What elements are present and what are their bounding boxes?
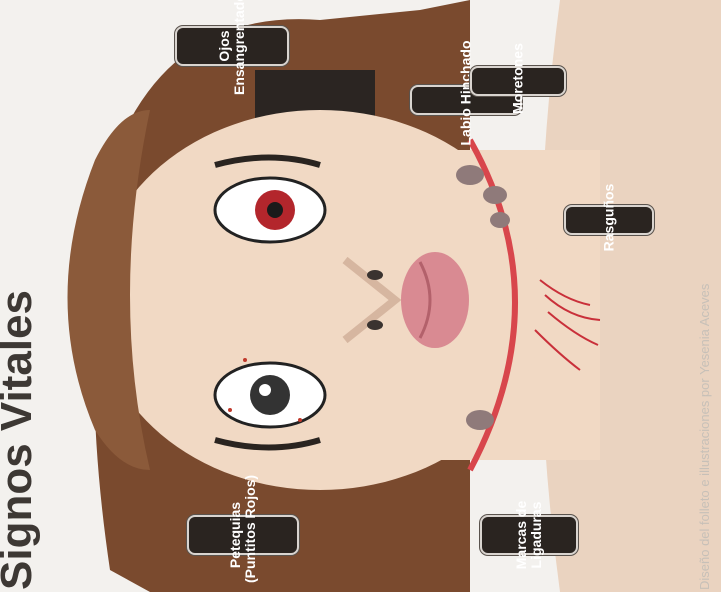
title-fragment: Signos Vitales <box>0 290 42 590</box>
credit-text: Diseño del folleto e illustraciones por … <box>697 284 712 590</box>
label-ojos-ensangrentados: Ojos Ensangrentados <box>175 26 289 66</box>
label-petequias: Petequias (Puntitos Rojos) <box>187 515 299 555</box>
label-rasgunos: Rasguños <box>564 205 654 235</box>
label-marcas-de-ligaduras: Marcas de Ligaduras <box>480 515 578 555</box>
label-moretones: Moretones <box>470 66 566 96</box>
lip-swollen <box>401 252 469 348</box>
